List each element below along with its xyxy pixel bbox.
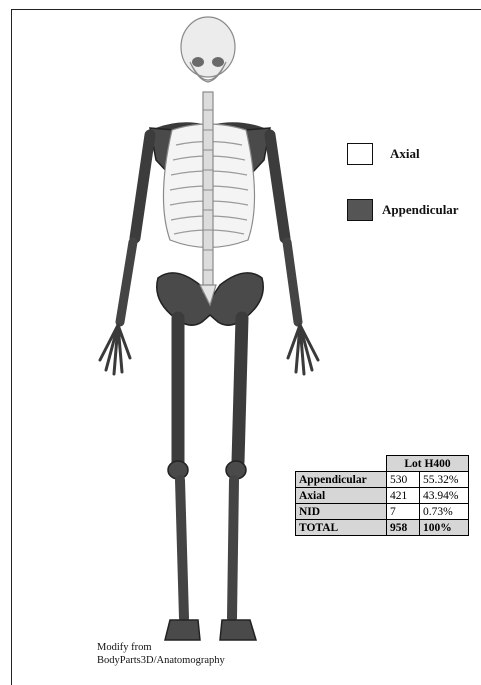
left-foot	[165, 620, 200, 640]
row-label: Axial	[296, 488, 387, 504]
row-label: Appendicular	[296, 472, 387, 488]
table-row: Axial 421 43.94%	[296, 488, 469, 504]
legend-axial-swatch	[347, 143, 373, 165]
table-total-row: TOTAL 958 100%	[296, 520, 469, 536]
legend-appendicular-label: Appendicular	[382, 202, 459, 218]
lot-summary-table: Lot H400 Appendicular 530 55.32% Axial 4…	[295, 455, 469, 536]
table-row: Appendicular 530 55.32%	[296, 472, 469, 488]
row-label: TOTAL	[296, 520, 387, 536]
left-tibia	[180, 480, 184, 618]
legend-axial-label: Axial	[390, 146, 420, 162]
row-count: 7	[387, 504, 420, 520]
right-forearm	[287, 242, 298, 322]
table-empty-cell	[296, 456, 387, 472]
right-eye-socket	[212, 57, 224, 67]
row-percent: 100%	[420, 520, 469, 536]
left-humerus	[135, 135, 150, 238]
left-hand	[100, 325, 130, 374]
row-label: NID	[296, 504, 387, 520]
right-foot	[220, 620, 256, 640]
table-header: Lot H400	[387, 456, 469, 472]
credit-line-2: BodyParts3D/Anatomography	[97, 654, 225, 667]
row-count: 530	[387, 472, 420, 488]
row-count: 421	[387, 488, 420, 504]
row-percent: 55.32%	[420, 472, 469, 488]
image-credit: Modify from BodyParts3D/Anatomography	[97, 641, 225, 667]
axial-bones	[163, 17, 254, 305]
table-row: NID 7 0.73%	[296, 504, 469, 520]
row-percent: 0.73%	[420, 504, 469, 520]
right-femur	[238, 318, 242, 462]
right-humerus	[270, 135, 285, 238]
legend-appendicular-swatch	[347, 199, 373, 221]
left-eye-socket	[192, 57, 204, 67]
skull	[181, 17, 235, 77]
credit-line-1: Modify from	[97, 641, 225, 654]
right-tibia	[232, 480, 234, 618]
row-percent: 43.94%	[420, 488, 469, 504]
left-forearm	[120, 242, 133, 322]
appendicular-lower	[157, 273, 263, 640]
right-hand	[288, 325, 318, 374]
row-count: 958	[387, 520, 420, 536]
spine	[203, 92, 213, 292]
table-header-row: Lot H400	[296, 456, 469, 472]
